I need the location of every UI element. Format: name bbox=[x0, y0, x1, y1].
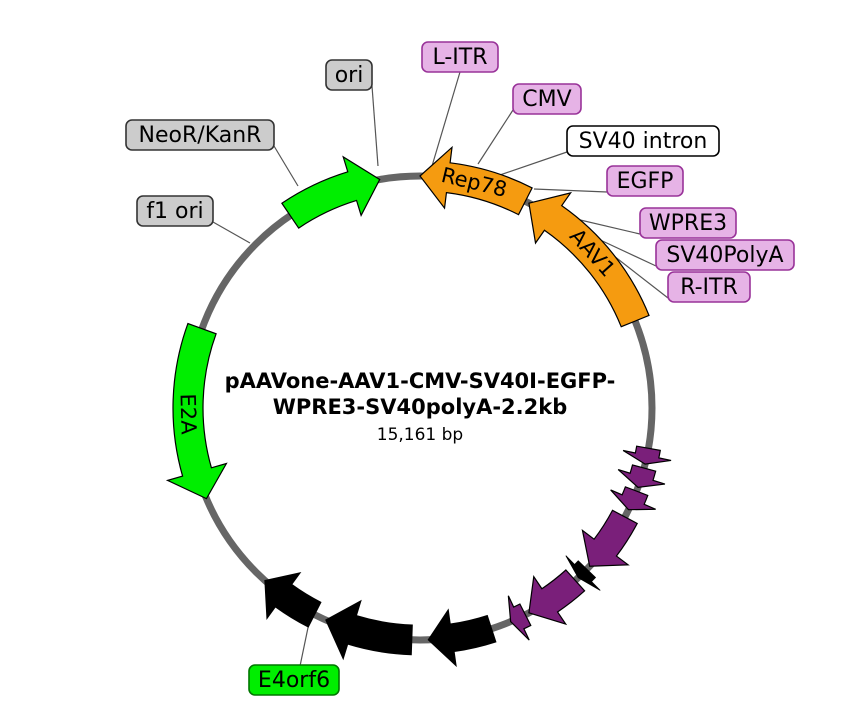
label-box bbox=[325, 59, 373, 91]
feature-arrow-cmv[interactable] bbox=[528, 569, 586, 626]
label-e4orf6[interactable]: E4orf6 bbox=[248, 664, 340, 696]
feature-arrow-ori[interactable] bbox=[427, 608, 497, 668]
feature-arrow-egfp[interactable] bbox=[581, 509, 639, 567]
leader-line-wpre3 bbox=[575, 218, 641, 235]
feature-arrow-wpre3[interactable] bbox=[610, 486, 656, 511]
feature-arrow-aav1[interactable] bbox=[528, 191, 650, 328]
label-text: EGFP bbox=[617, 169, 674, 194]
plasmid-center-caption: pAAVone-AAV1-CMV-SV40I-EGFP- WPRE3-SV40p… bbox=[225, 369, 616, 445]
label-l-itr[interactable]: L-ITR bbox=[421, 41, 499, 73]
plasmid-name-line1: pAAVone-AAV1-CMV-SV40I-EGFP- bbox=[225, 369, 616, 393]
label-text: f1 ori bbox=[146, 199, 203, 224]
label-text: SV40 intron bbox=[579, 129, 708, 154]
leader-line-sv40-intron bbox=[496, 151, 568, 177]
label-sv40polya[interactable]: SV40PolyA bbox=[655, 239, 795, 271]
label-cmv[interactable]: CMV bbox=[512, 83, 582, 115]
label-sv40-intron[interactable]: SV40 intron bbox=[566, 125, 720, 157]
feature-arrow-sv40-intron[interactable] bbox=[565, 555, 601, 591]
label-box bbox=[136, 195, 214, 227]
plasmid-name-line2: WPRE3-SV40polyA-2.2kb bbox=[273, 395, 568, 419]
label-neor-kanr[interactable]: NeoR/KanR bbox=[125, 119, 275, 151]
label-text: NeoR/KanR bbox=[139, 123, 262, 148]
label-text: SV40PolyA bbox=[666, 243, 783, 268]
label-wpre3[interactable]: WPRE3 bbox=[639, 207, 737, 239]
label-text: R-ITR bbox=[680, 275, 738, 300]
leader-line-egfp bbox=[533, 188, 608, 193]
feature-arrow-rep78[interactable] bbox=[419, 145, 533, 216]
label-box bbox=[667, 271, 751, 303]
leader-line-l-itr bbox=[431, 71, 461, 167]
label-text: ori bbox=[335, 63, 364, 88]
plasmid-length: 15,161 bp bbox=[377, 425, 463, 445]
leader-line-neor-kanr bbox=[273, 145, 299, 187]
leader-line-f1-ori bbox=[212, 221, 251, 244]
label-text: CMV bbox=[522, 87, 571, 112]
label-f1-ori[interactable]: f1 ori bbox=[136, 195, 214, 227]
label-ori[interactable]: ori bbox=[325, 59, 373, 91]
label-text: WPRE3 bbox=[649, 211, 727, 236]
feature-label-boxes: f1 ori NeoR/KanR ori L-ITR CMV SV40 intronEGF… bbox=[125, 41, 795, 696]
label-leader-lines bbox=[212, 71, 669, 696]
label-text: E4orf6 bbox=[258, 668, 330, 693]
leader-line-sv40polya bbox=[595, 237, 657, 267]
label-r-itr[interactable]: R-ITR bbox=[667, 271, 751, 303]
label-box bbox=[248, 664, 340, 696]
feature-arrow-neor-kanr[interactable] bbox=[325, 599, 413, 661]
leader-line-ori bbox=[371, 85, 379, 167]
feature-inline-label-e2a: E2A bbox=[176, 393, 201, 435]
feature-arrow-l-itr[interactable] bbox=[507, 595, 532, 641]
feature-arrow-f1-ori[interactable] bbox=[264, 571, 322, 628]
label-box bbox=[655, 239, 795, 271]
feature-arrow-e2a[interactable] bbox=[165, 322, 228, 500]
label-box bbox=[512, 83, 582, 115]
label-box bbox=[566, 125, 720, 157]
label-box bbox=[639, 207, 737, 239]
label-box bbox=[125, 119, 275, 151]
label-box bbox=[606, 165, 684, 197]
label-text: L-ITR bbox=[432, 45, 487, 70]
label-box bbox=[421, 41, 499, 73]
leader-line-r-itr bbox=[613, 255, 669, 299]
feature-arrows bbox=[165, 145, 672, 668]
feature-arrow-sv40polya[interactable] bbox=[617, 464, 666, 488]
feature-arrow-r-itr[interactable] bbox=[622, 445, 672, 465]
feature-arrow-e4orf6[interactable] bbox=[281, 155, 381, 229]
leader-line-cmv bbox=[477, 109, 514, 165]
label-egfp[interactable]: EGFP bbox=[606, 165, 684, 197]
